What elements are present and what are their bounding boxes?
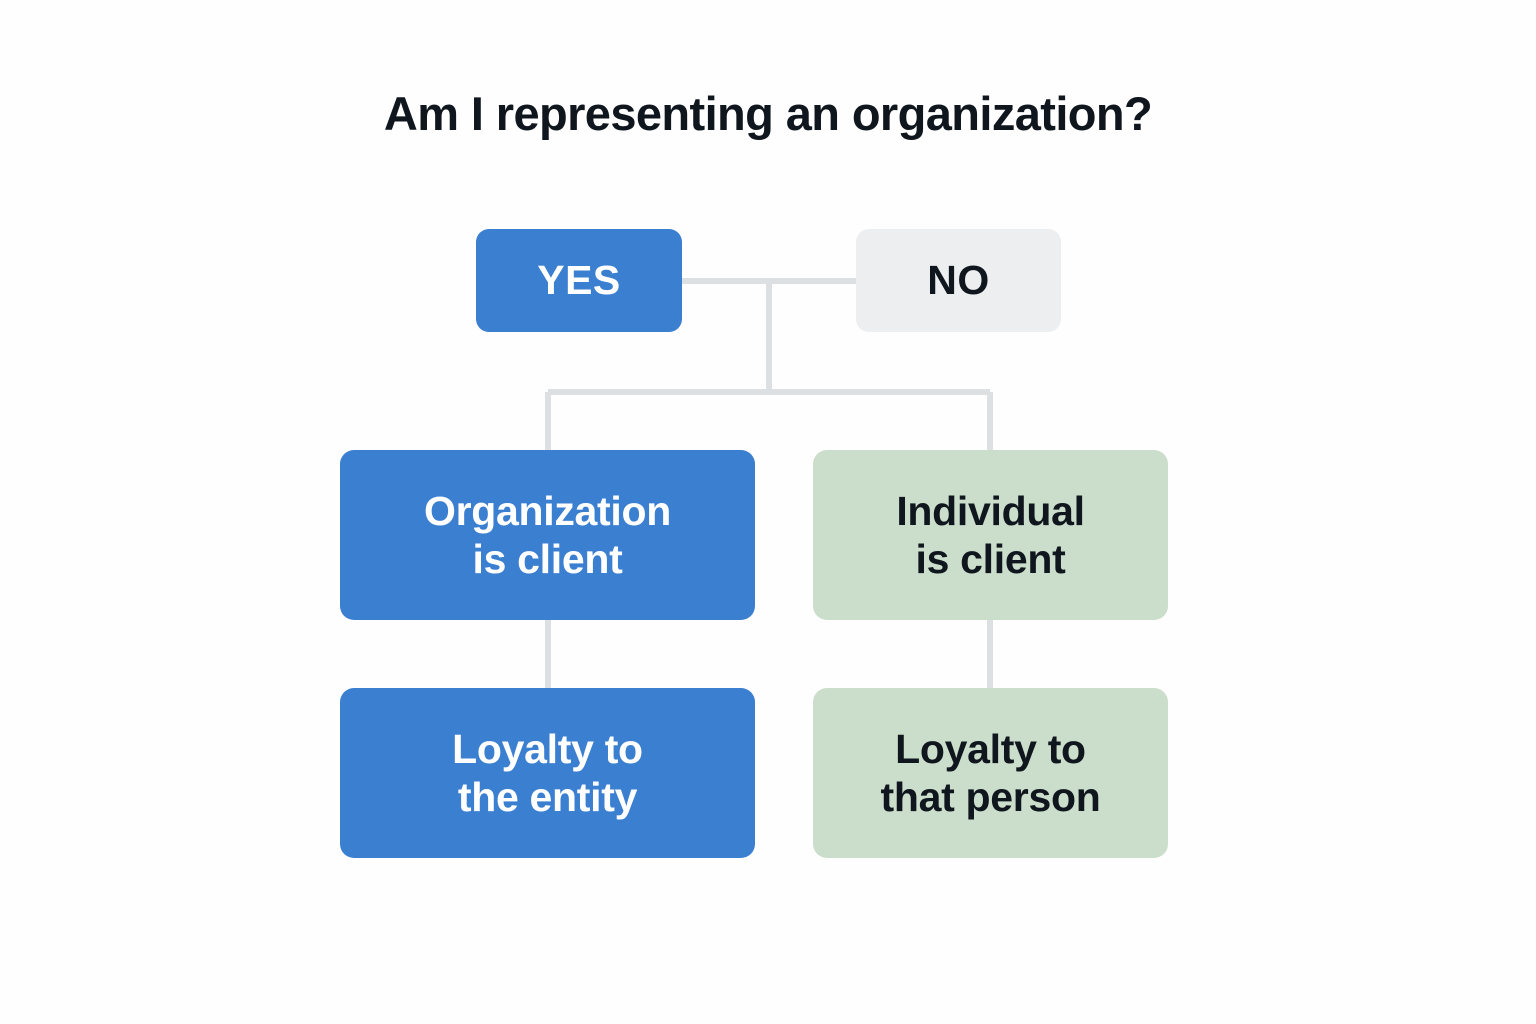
node-loyalty-to-the-entity[interactable]: Loyalty to the entity bbox=[340, 688, 755, 858]
node-loyalty-to-the-entity-line2: the entity bbox=[457, 774, 638, 820]
node-loyalty-to-the-entity-label: Loyalty to the entity bbox=[452, 725, 643, 822]
node-loyalty-to-that-person[interactable]: Loyalty to that person bbox=[813, 688, 1168, 858]
node-organization-is-client[interactable]: Organization is client bbox=[340, 450, 755, 620]
node-individual-is-client-line1: Individual bbox=[896, 487, 1085, 534]
node-loyalty-to-that-person-line2: that person bbox=[880, 774, 1101, 820]
node-organization-is-client-line2: is client bbox=[472, 536, 623, 582]
node-individual-is-client-label: Individual is client bbox=[896, 487, 1085, 584]
page-title: Am I representing an organization? bbox=[383, 87, 1153, 140]
node-organization-is-client-label: Organization is client bbox=[424, 487, 671, 584]
node-loyalty-to-that-person-label: Loyalty to that person bbox=[881, 725, 1101, 822]
node-yes[interactable]: YES bbox=[476, 229, 682, 332]
node-no[interactable]: NO bbox=[856, 229, 1061, 332]
node-individual-is-client-line2: is client bbox=[915, 536, 1066, 582]
node-yes-label: YES bbox=[537, 257, 621, 304]
node-organization-is-client-line1: Organization bbox=[424, 487, 671, 534]
node-loyalty-to-the-entity-line1: Loyalty to bbox=[452, 725, 643, 772]
node-individual-is-client[interactable]: Individual is client bbox=[813, 450, 1168, 620]
node-loyalty-to-that-person-line1: Loyalty to bbox=[895, 725, 1086, 772]
node-no-label: NO bbox=[927, 257, 990, 304]
